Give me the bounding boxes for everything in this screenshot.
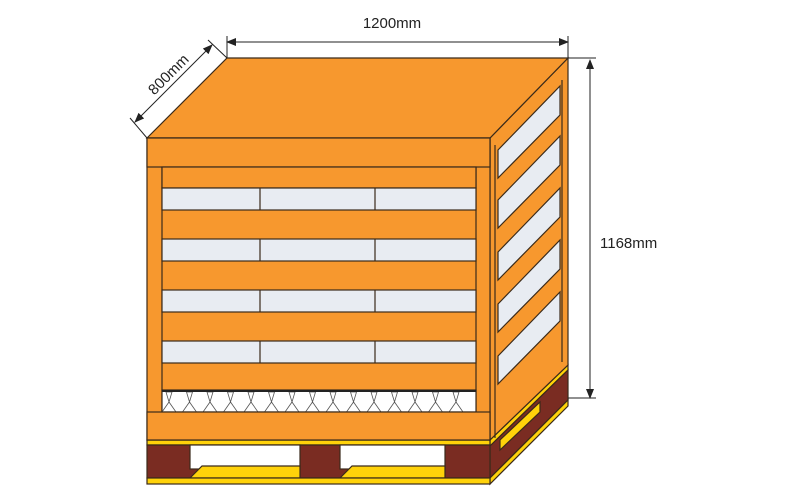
length-label: 1200mm [363,15,421,32]
crate-front [146,137,491,441]
width-label: 800mm [145,51,192,98]
pallet-front [146,439,491,485]
pallet-side [489,363,569,486]
bottles-row [161,389,477,413]
dimension-lines [129,36,596,399]
front-slats [161,187,477,364]
height-label: 1168mm [600,235,657,252]
